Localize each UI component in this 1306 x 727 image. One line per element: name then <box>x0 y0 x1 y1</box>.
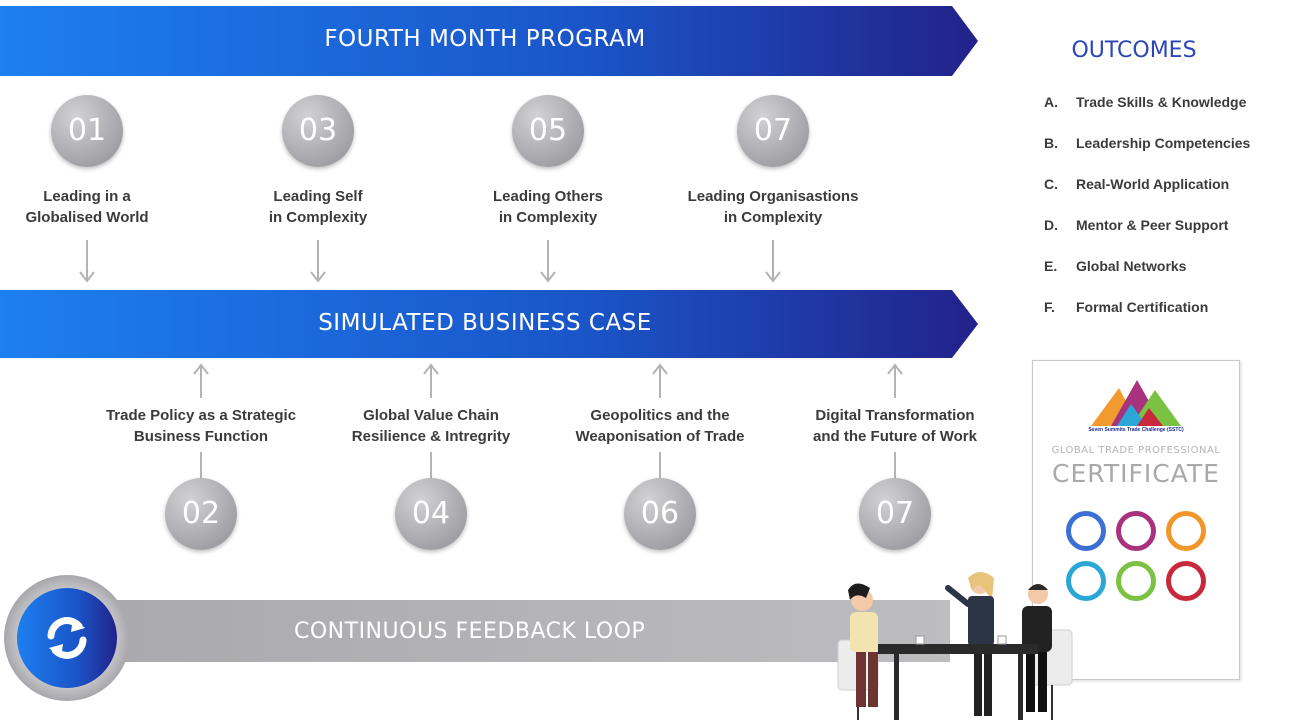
certificate-title: CERTIFICATE <box>1052 459 1220 488</box>
outcome-f: F.Formal Certification <box>1044 299 1209 315</box>
middle-banner-shape <box>0 290 978 358</box>
step-circle-07b: 07 <box>859 478 931 550</box>
outcome-d: D.Mentor & Peer Support <box>1044 217 1229 233</box>
feedback-banner-title: CONTINUOUS FEEDBACK LOOP <box>294 619 646 644</box>
certificate-org: Seven Summits Trade Challenge (SSTC) <box>1088 427 1184 433</box>
step-circle-07a: 07 <box>737 95 809 167</box>
refresh-icon <box>47 617 87 659</box>
certificate-subtitle: GLOBAL TRADE PROFESSIONAL <box>1051 445 1221 456</box>
badge-4 <box>1066 561 1106 601</box>
outcomes-heading: OUTCOMES <box>1071 38 1197 63</box>
mountain-logo <box>1091 380 1181 426</box>
step-circle-01: 01 <box>51 95 123 167</box>
step-circle-06: 06 <box>624 478 696 550</box>
step-circle-04: 04 <box>395 478 467 550</box>
outcome-a: A.Trade Skills & Knowledge <box>1044 94 1247 110</box>
upper-arrows <box>79 240 781 283</box>
step-circle-05: 05 <box>512 95 584 167</box>
top-banner-shape <box>0 6 978 76</box>
lower-arrows <box>193 363 903 478</box>
badge-1 <box>1066 511 1106 551</box>
meeting-illustration <box>837 572 1073 720</box>
feedback-banner-shape <box>70 600 950 662</box>
outcome-c: C.Real-World Application <box>1044 176 1230 192</box>
outcome-e: E.Global Networks <box>1044 258 1187 274</box>
step-circle-02: 02 <box>165 478 237 550</box>
top-banner-title: FOURTH MONTH PROGRAM <box>324 26 646 52</box>
badge-6 <box>1166 561 1206 601</box>
badge-5 <box>1116 561 1156 601</box>
outcome-b: B.Leadership Competencies <box>1044 135 1251 151</box>
feedback-inner <box>17 588 117 688</box>
middle-banner-title: SIMULATED BUSINESS CASE <box>318 310 652 336</box>
step-circle-03: 03 <box>282 95 354 167</box>
badge-3 <box>1166 511 1206 551</box>
badge-2 <box>1116 511 1156 551</box>
certificate: Seven Summits Trade Challenge (SSTC) GLO… <box>1032 360 1240 680</box>
